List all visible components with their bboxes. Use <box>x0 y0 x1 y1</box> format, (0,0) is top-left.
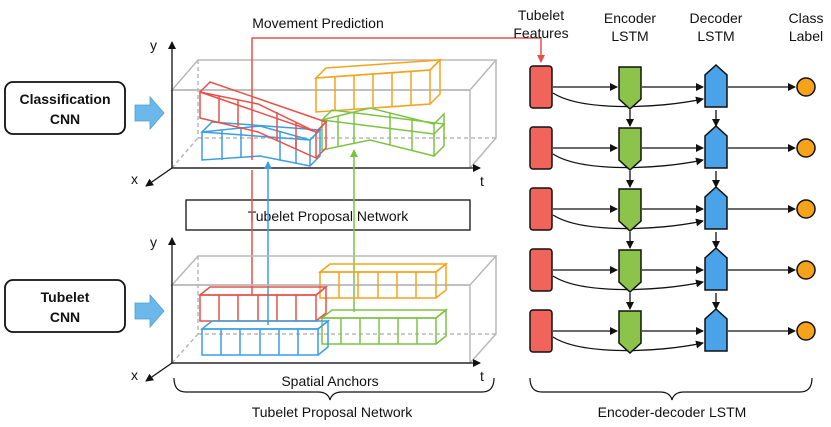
upper-tubelet-blue <box>200 121 322 167</box>
class-label-node-4 <box>796 260 816 280</box>
upper-tubelet-red <box>198 81 328 160</box>
tubelet-feature-cell-1 <box>529 65 553 109</box>
tubelet-cnn-label-line1: Tubelet <box>41 289 90 305</box>
tubelet-proposal-network-brace <box>173 377 495 401</box>
class-label-header-line2: Label <box>789 28 823 44</box>
encoder-decoder-lstm <box>529 63 816 355</box>
tubelet-proposal-network-box-label: Tubelet Proposal Network <box>248 208 410 224</box>
lower-tubelet-orange <box>317 262 449 299</box>
tubelet-features-header-line1: Tubelet <box>518 7 564 23</box>
decoder-lstm-header-line2: LSTM <box>697 28 734 44</box>
lower-tubelet-red <box>197 285 329 322</box>
tubelet-cnn-box <box>4 279 126 333</box>
decoder-lstm-cell-3 <box>704 185 728 230</box>
lower-tubelet-blue <box>199 319 331 356</box>
tubelet-feature-cell-3 <box>529 187 553 231</box>
lower-3d-volume <box>170 255 498 364</box>
lower-tubelet-green <box>319 308 449 345</box>
tubelet-feature-cell-5 <box>529 309 553 353</box>
movement-prediction-arrow <box>251 37 545 160</box>
feature-to-decoder-arrow-3 <box>552 214 704 230</box>
encoder-lstm-cell-3 <box>618 188 642 233</box>
encoder-lstm-header-line1: Encoder <box>604 10 656 26</box>
classification-cnn-label-line2: CNN <box>50 111 80 127</box>
class-label-node-1 <box>796 77 816 97</box>
encoder-decoder-brace <box>529 377 813 401</box>
lower-axis-y-label: y <box>150 234 157 250</box>
decoder-lstm-cell-5 <box>704 307 728 352</box>
classification-cnn-box <box>4 81 126 135</box>
encoder-lstm-cell-2 <box>618 127 642 172</box>
feature-to-decoder-arrow-4 <box>552 275 704 291</box>
tubelet-feature-cell-2 <box>529 126 553 170</box>
movement-prediction-label: Movement Prediction <box>252 15 384 31</box>
encoder-lstm-cell-4 <box>618 249 642 294</box>
feature-to-decoder-arrow-5 <box>552 336 704 352</box>
decoder-lstm-cell-4 <box>704 246 728 291</box>
class-label-node-3 <box>796 199 816 219</box>
encoder-decoder-caption: Encoder-decoder LSTM <box>598 404 747 420</box>
class-label-header-line1: Class <box>788 10 823 26</box>
lower-axis-x-label: x <box>131 367 138 383</box>
lower-axis-t-label: t <box>480 368 484 384</box>
tubelet-features-header-line2: Features <box>513 25 568 41</box>
tubelet-proposal-network-box <box>185 199 471 231</box>
lower-axes <box>145 237 481 382</box>
decoder-lstm-cell-1 <box>704 63 728 108</box>
decoder-lstm-header-line1: Decoder <box>690 10 743 26</box>
encoder-lstm-cell-5 <box>618 310 642 355</box>
upper-axis-t-label: t <box>480 173 484 189</box>
upper-axis-x-label: x <box>131 171 138 187</box>
upper-tubelet-green <box>320 107 446 157</box>
tubelet-feature-cell-4 <box>529 248 553 292</box>
decoder-lstm-cell-2 <box>704 124 728 169</box>
upper-axes <box>145 41 481 187</box>
class-label-node-2 <box>796 138 816 158</box>
feature-to-decoder-arrow-1 <box>552 92 704 108</box>
upper-axis-y-label: y <box>150 37 157 53</box>
spatial-anchors-label: Spatial Anchors <box>281 373 378 389</box>
upper-tubelet-orange <box>314 58 442 113</box>
class-label-node-5 <box>796 321 816 341</box>
feature-to-decoder-arrow-2 <box>552 153 704 169</box>
classification-input-arrow <box>134 95 165 131</box>
tubelet-proposal-network-caption: Tubelet Proposal Network <box>252 404 414 420</box>
encoder-lstm-cell-1 <box>618 66 642 111</box>
encoder-lstm-header-line2: LSTM <box>611 28 648 44</box>
tubelet-cnn-label-line2: CNN <box>50 309 80 325</box>
classification-cnn-label-line1: Classification <box>19 91 110 107</box>
tubelet-input-arrow <box>134 293 165 329</box>
